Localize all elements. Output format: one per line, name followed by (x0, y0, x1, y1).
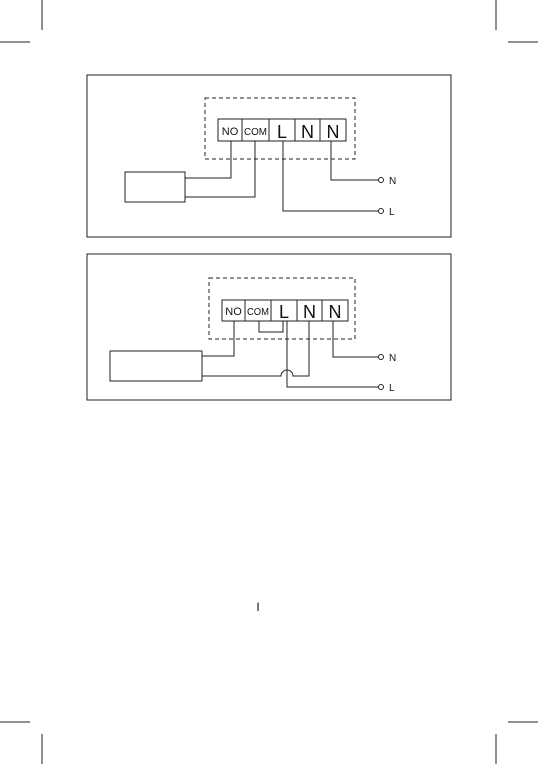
page-mark: I (256, 600, 259, 614)
terminal-point-l (379, 385, 384, 390)
terminal-point-n (379, 355, 384, 360)
wiring-diagram-2: NO COM L N N N L (87, 254, 451, 400)
load-box (110, 351, 202, 381)
terminal-label-com: COM (244, 127, 267, 138)
terminal-label-no: NO (222, 126, 239, 138)
output-label-n: N (389, 176, 396, 187)
terminal-label-n-1: N (301, 122, 314, 142)
terminal-point-l (379, 209, 384, 214)
output-label-n: N (389, 353, 396, 364)
terminal-block: NO COM L N N (222, 300, 348, 322)
terminal-point-n (379, 178, 384, 183)
terminal-label-no: NO (225, 306, 242, 318)
diagram-frame (87, 75, 451, 237)
load-box (125, 172, 185, 202)
terminal-label-n-2: N (329, 302, 342, 322)
output-label-l: L (389, 383, 395, 394)
terminal-block: NO COM L N N (218, 119, 346, 142)
terminal-label-com: COM (247, 307, 269, 318)
output-label-l: L (389, 207, 395, 218)
terminal-label-n-1: N (303, 302, 316, 322)
terminal-label-n-2: N (327, 122, 340, 142)
wiring-diagram-1: NO COM L N N N L (87, 75, 451, 237)
terminal-label-l: L (279, 302, 289, 322)
terminal-label-l: L (277, 122, 287, 142)
